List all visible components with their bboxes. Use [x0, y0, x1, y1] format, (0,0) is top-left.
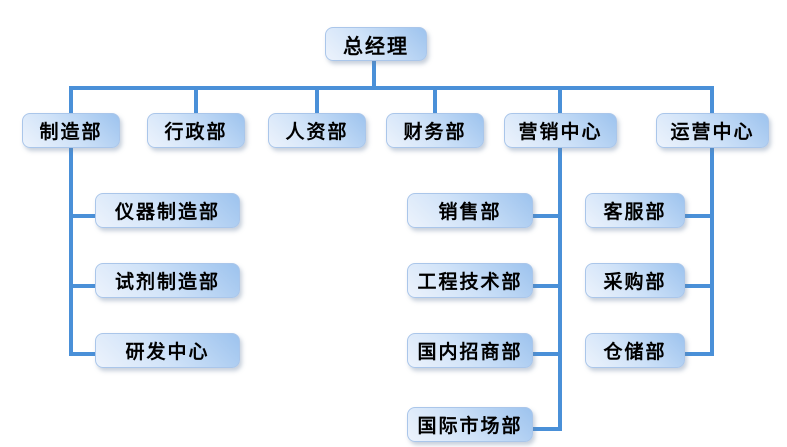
connector-drop-administration — [194, 86, 198, 113]
org-node-international-market: 国际市场部 — [407, 407, 533, 442]
connector-stub-reagent-manufacturing — [69, 284, 95, 288]
connector-stub-purchasing — [685, 284, 714, 288]
connector-level2-bus — [69, 86, 714, 90]
connector-drop-operations-center — [710, 86, 714, 113]
org-node-customer-service: 客服部 — [585, 193, 685, 228]
connector-drop-finance — [433, 86, 437, 113]
connector-stub-customer-service — [685, 214, 714, 218]
connector-stub-sales — [533, 214, 562, 218]
org-node-instrument-manufacturing: 仪器制造部 — [95, 193, 240, 228]
connector-root-drop — [372, 60, 376, 90]
connector-stub-domestic-investment — [533, 352, 562, 356]
org-node-operations-center: 运营中心 — [656, 113, 769, 148]
connector-drop-marketing-center — [558, 86, 562, 113]
org-node-administration: 行政部 — [147, 113, 245, 148]
org-node-sales: 销售部 — [407, 193, 533, 228]
org-node-engineering-tech: 工程技术部 — [407, 263, 533, 298]
org-node-finance: 财务部 — [386, 113, 484, 148]
connector-stub-instrument-manufacturing — [69, 214, 95, 218]
connector-drop-manufacturing — [69, 86, 73, 113]
org-node-hr: 人资部 — [268, 113, 366, 148]
org-node-general-manager: 总经理 — [325, 27, 427, 61]
org-node-reagent-manufacturing: 试剂制造部 — [95, 263, 240, 298]
org-node-purchasing: 采购部 — [585, 263, 685, 298]
connector-stub-international-market — [533, 427, 562, 431]
connector-stub-warehouse — [685, 352, 714, 356]
connector-stub-engineering-tech — [533, 284, 562, 288]
connector-drop-hr — [315, 86, 319, 113]
connector-manufacturing-branch — [69, 148, 73, 356]
org-node-marketing-center: 营销中心 — [504, 113, 617, 148]
org-node-warehouse: 仓储部 — [585, 333, 685, 368]
connector-marketing-branch — [558, 148, 562, 431]
org-node-domestic-investment: 国内招商部 — [407, 333, 533, 368]
org-node-manufacturing: 制造部 — [22, 113, 120, 148]
connector-operations-branch — [710, 148, 714, 356]
connector-stub-rd-center — [69, 352, 95, 356]
org-node-rd-center: 研发中心 — [95, 333, 240, 368]
